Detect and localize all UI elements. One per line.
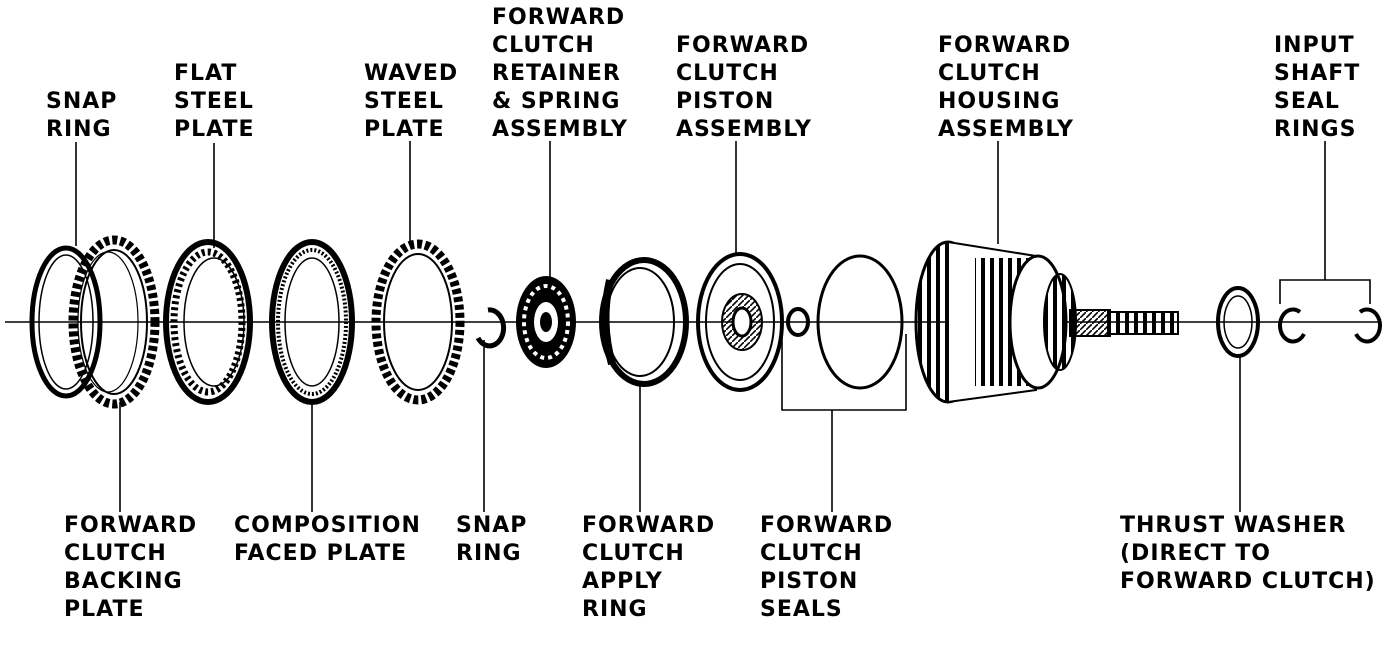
housing-assembly-part [914,240,1179,404]
flat-steel-plate-part [163,239,253,405]
snap-ring-left-part [29,245,103,399]
piston-seal-large-part [816,254,904,390]
thrust-washer-part [1216,286,1260,358]
backing-plate-part [68,235,160,409]
snap-ring-small-part [475,307,507,349]
piston-assembly-part [696,252,784,392]
seal-ring-2-part [1354,307,1382,344]
piston-seal-small-part [786,307,810,337]
waved-plate-part [371,239,465,405]
apply-ring-part [599,257,689,387]
seal-ring-1-part [1278,307,1306,344]
retainer-spring-part [516,276,576,368]
leader-lines-top [75,141,1371,304]
leader-lines-bottom [119,334,1241,512]
